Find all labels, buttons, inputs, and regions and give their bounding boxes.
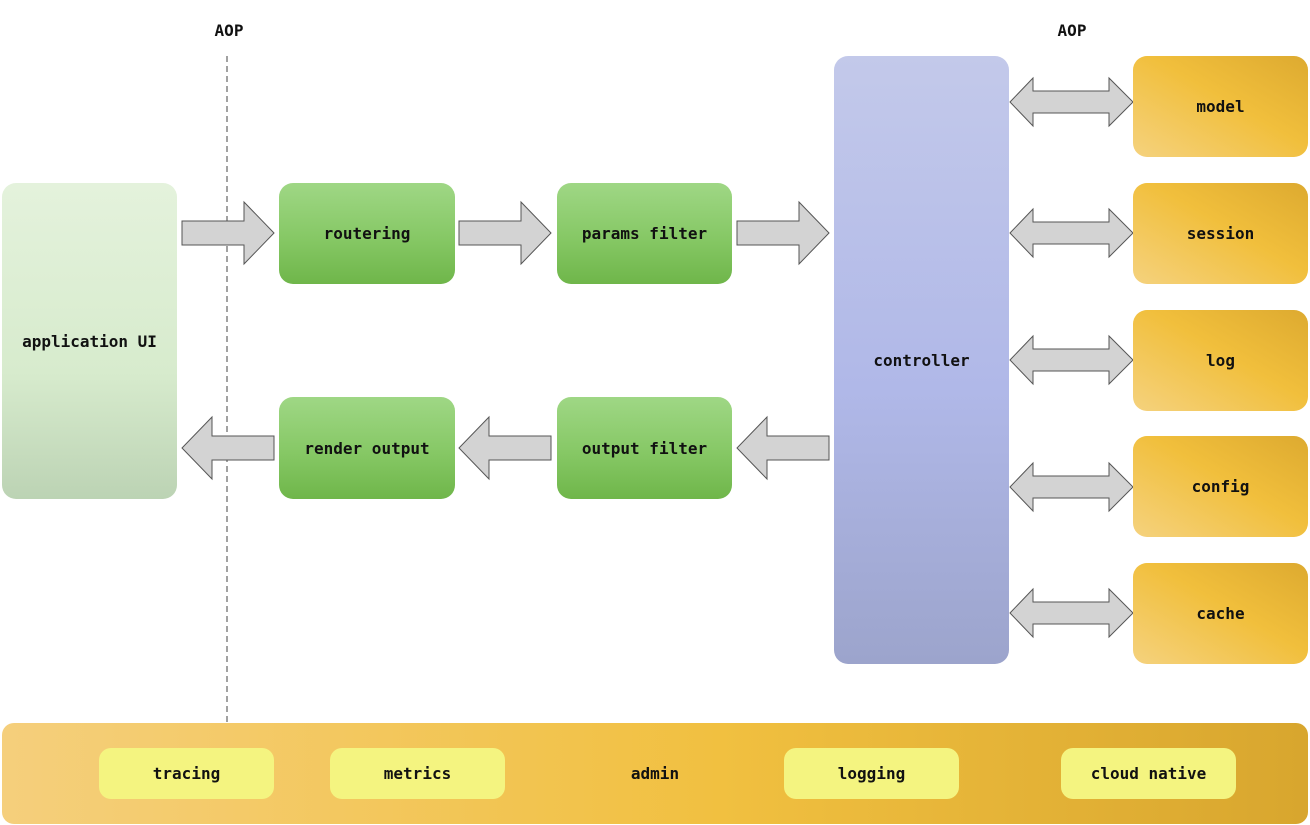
service-session-box: session — [1133, 183, 1308, 284]
arrow-controller-cache — [1009, 587, 1134, 639]
routering-label: routering — [323, 224, 411, 243]
admin-item-tracing: tracing — [99, 748, 274, 799]
arrow-controller-config — [1009, 461, 1134, 513]
service-model-label: model — [1196, 97, 1245, 116]
routering-box: routering — [279, 183, 455, 284]
aop-label-right: AOP — [1057, 20, 1087, 40]
output-filter-label: output filter — [581, 438, 708, 458]
arrow-render-to-app — [181, 415, 275, 481]
params-filter-box: params filter — [557, 183, 732, 284]
arrow-controller-to-output-filter — [736, 415, 830, 481]
arrow-output-filter-to-render — [458, 415, 552, 481]
arrow-controller-model — [1009, 76, 1134, 128]
service-config-box: config — [1133, 436, 1308, 537]
admin-item-metrics-label: metrics — [383, 764, 452, 783]
arrow-app-to-routering — [181, 200, 275, 266]
admin-item-metrics: metrics — [330, 748, 505, 799]
service-log-label: log — [1206, 351, 1235, 370]
admin-item-logging: logging — [784, 748, 959, 799]
admin-item-tracing-label: tracing — [152, 764, 221, 783]
service-cache-box: cache — [1133, 563, 1308, 664]
arrow-controller-session — [1009, 207, 1134, 259]
controller-box: controller — [834, 56, 1009, 664]
service-session-label: session — [1186, 224, 1255, 243]
service-cache-label: cache — [1196, 604, 1245, 623]
render-output-label: render output — [304, 438, 430, 458]
controller-label: controller — [873, 350, 970, 370]
application-ui-box: application UI — [2, 183, 177, 499]
render-output-box: render output — [279, 397, 455, 499]
admin-label: admin — [630, 764, 680, 783]
service-log-box: log — [1133, 310, 1308, 411]
arrow-routering-to-params — [458, 200, 552, 266]
admin-item-cloud-native: cloud native — [1061, 748, 1236, 799]
application-ui-label: application UI — [22, 331, 157, 351]
service-model-box: model — [1133, 56, 1308, 157]
params-filter-label: params filter — [581, 224, 708, 243]
admin-item-logging-label: logging — [837, 764, 906, 783]
aop-label-left: AOP — [214, 20, 244, 40]
arrow-params-to-controller — [736, 200, 830, 266]
admin-item-cloud-native-label: cloud native — [1090, 764, 1207, 783]
arrow-controller-log — [1009, 334, 1134, 386]
service-config-label: config — [1191, 477, 1250, 496]
output-filter-box: output filter — [557, 397, 732, 499]
